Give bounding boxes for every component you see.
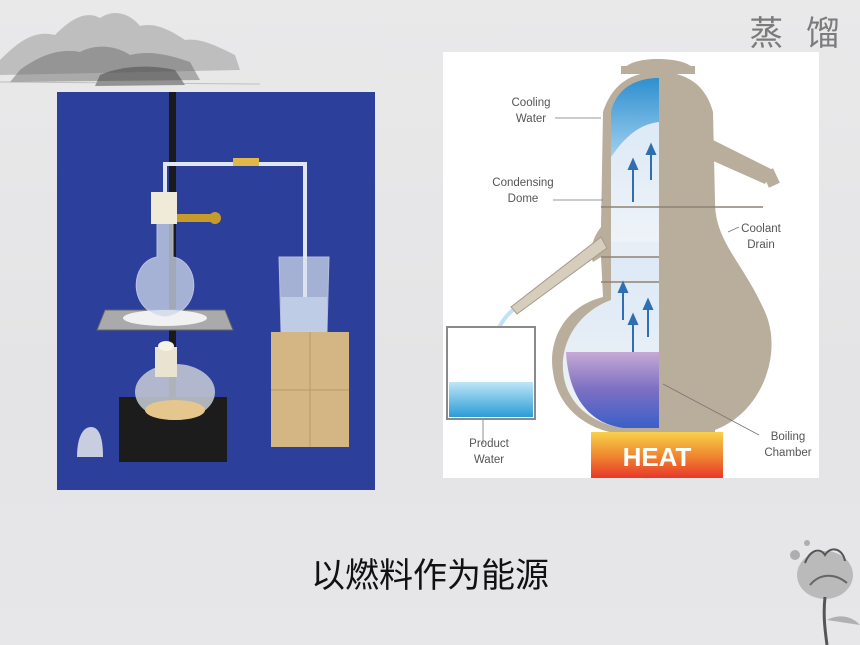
label-boiling-chamber-line2: Chamber xyxy=(764,447,811,459)
label-product-water-line1: Product xyxy=(469,438,509,450)
distiller-diagram: HEAT Cooling Water Condensing Dome Coola… xyxy=(443,52,819,478)
label-boiling-chamber-line1: Boiling xyxy=(771,431,806,443)
label-condensing-dome-line1: Condensing xyxy=(492,177,553,189)
label-coolant-drain-line2: Drain xyxy=(747,239,774,251)
label-product-water-line2: Water xyxy=(474,454,504,466)
ink-lotus-decoration xyxy=(790,540,860,645)
label-coolant-drain-line1: Coolant xyxy=(741,223,781,235)
lab-distillation-photo xyxy=(57,92,375,490)
slide-caption: 以燃料作为能源 xyxy=(311,556,549,596)
heat-label: HEAT xyxy=(623,442,692,472)
label-condensing-dome-line2: Dome xyxy=(508,193,539,205)
ink-mountain-decoration xyxy=(0,12,260,86)
slide-title: 蒸 馏 xyxy=(749,14,846,54)
label-cooling-water-line2: Water xyxy=(516,113,546,125)
label-cooling-water-line1: Cooling xyxy=(512,97,551,109)
